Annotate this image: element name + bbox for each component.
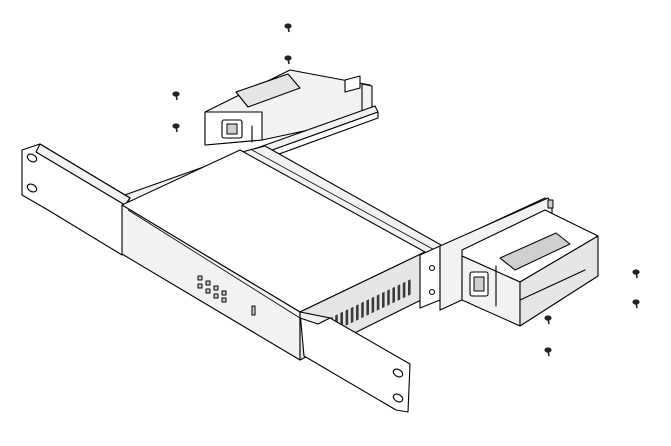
ear-hole-icon: [26, 183, 38, 193]
ear-hole-icon: [26, 153, 38, 163]
screw-icon: [172, 123, 180, 133]
power-supply-right: [439, 197, 599, 327]
ear-hole-icon: [392, 393, 404, 403]
vent-slot: [376, 294, 380, 311]
power-supply-rear: [204, 69, 373, 146]
vent-slot: [361, 301, 364, 319]
rack-ear-left: [21, 143, 131, 256]
bracket-screw-hole-icon: [428, 264, 436, 272]
screw-icon: [172, 91, 180, 101]
ear-hole-icon: [392, 368, 404, 378]
vent-slot: [382, 291, 385, 309]
vent-slot: [392, 286, 395, 304]
screw-icon: [632, 269, 640, 279]
screw-icon: [632, 299, 640, 309]
vent-slot: [350, 306, 354, 324]
vent-slot: [371, 296, 375, 314]
screw-icon: [284, 55, 292, 65]
vent-slot: [356, 304, 359, 321]
bracket-screw-hole-icon: [428, 288, 436, 296]
screw-icon: [544, 347, 552, 357]
vent-slot: [402, 281, 406, 299]
vent-slot: [408, 279, 411, 296]
rack-ear-right: [299, 311, 411, 413]
vent-slot: [345, 309, 349, 326]
screw-icon: [284, 23, 292, 33]
mounting-screws: [172, 23, 640, 357]
vent-slot: [366, 299, 369, 316]
status-leds: [197, 275, 256, 316]
vent-slot: [387, 289, 390, 306]
vent-slot: [397, 284, 401, 301]
screw-icon: [544, 315, 552, 325]
